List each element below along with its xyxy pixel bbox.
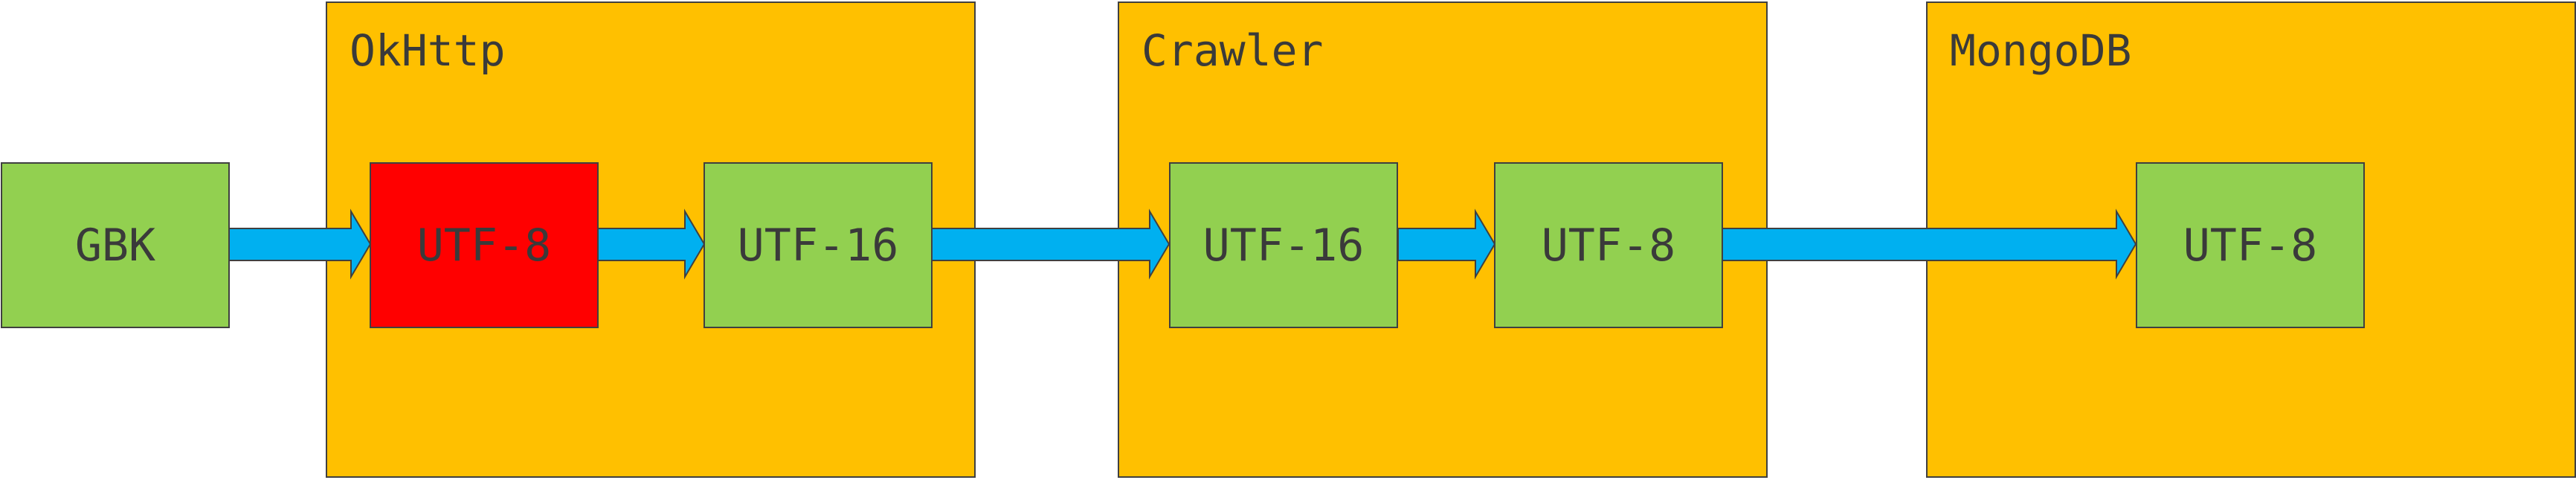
node-label: UTF-16 <box>737 219 899 272</box>
arrow-gbk-to-okhttp-utf8 <box>228 208 372 280</box>
node-okhttp-utf8: UTF-8 <box>370 162 599 328</box>
node-label: UTF-8 <box>1541 219 1676 272</box>
arrow-okhttp-utf8-to-utf16 <box>597 208 706 280</box>
node-gbk: GBK <box>1 162 230 328</box>
node-label: UTF-8 <box>2183 219 2318 272</box>
node-label: UTF-16 <box>1202 219 1365 272</box>
arrow-crawler-utf16-to-utf8 <box>1397 208 1496 280</box>
node-label: UTF-8 <box>416 219 552 272</box>
node-mongodb-utf8: UTF-8 <box>2136 162 2365 328</box>
container-title: Crawler <box>1142 25 1324 76</box>
arrow-okhttp-utf16-to-crawler-utf16 <box>931 208 1171 280</box>
node-label: GBK <box>74 219 156 272</box>
node-okhttp-utf16: UTF-16 <box>703 162 933 328</box>
arrow-crawler-utf8-to-mongodb-utf8 <box>1722 208 2137 280</box>
node-crawler-utf8: UTF-8 <box>1494 162 1723 328</box>
container-title: MongoDB <box>1950 25 2132 76</box>
node-crawler-utf16: UTF-16 <box>1169 162 1398 328</box>
container-title: OkHttp <box>350 25 506 76</box>
